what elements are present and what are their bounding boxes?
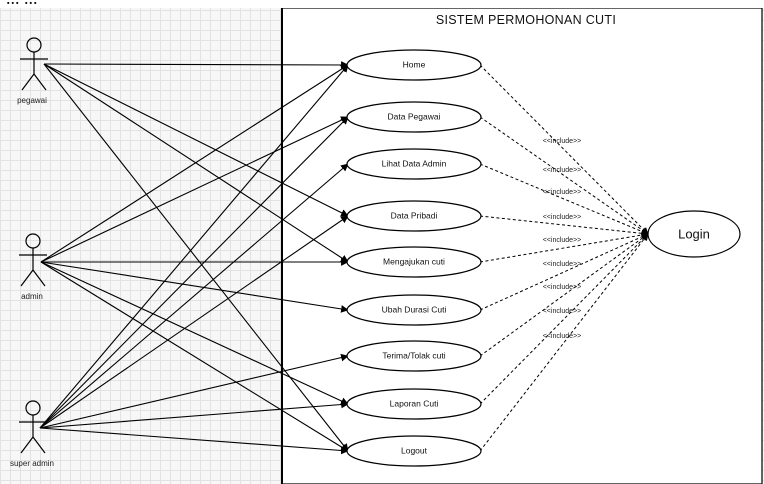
association-admin-home <box>40 64 349 263</box>
association-super_admin-data_pegawai <box>39 116 349 429</box>
include-label: <<include>> <box>543 284 582 291</box>
associations-layer <box>39 61 349 455</box>
login-label: Login <box>678 226 710 241</box>
include-data_pribadi-login <box>479 215 649 237</box>
association-super_admin-lihat_data_admin <box>39 163 349 429</box>
use-case-label: Home <box>403 59 426 69</box>
actor-admin[interactable]: admin <box>19 233 47 301</box>
association-pegawai-home <box>43 61 349 69</box>
use-case-lihat-data-admin[interactable]: Lihat Data Admin <box>346 148 482 180</box>
include-label: <<include>> <box>543 261 582 268</box>
include-label: <<include>> <box>543 308 582 315</box>
association-super_admin-data_pribadi <box>39 215 349 429</box>
use-case-label: Data Pribadi <box>391 210 438 220</box>
use-case-label: Terima/Tolak cuti <box>382 350 445 360</box>
association-super_admin-laporan_cuti <box>39 400 349 429</box>
use-case-home[interactable]: Home <box>346 49 482 81</box>
use-case-logout[interactable]: Logout <box>346 435 482 467</box>
include-home-login <box>479 64 649 235</box>
association-admin-logout <box>40 261 349 452</box>
stick-figure-icon <box>19 233 47 287</box>
use-case-label: Laporan Cuti <box>390 398 439 408</box>
include-data_pegawai-login <box>479 116 649 235</box>
include-label: <<include>> <box>543 167 582 174</box>
stick-figure-icon <box>19 400 47 454</box>
include-relations-layer: <<include>> <<include>> <<include>> <<inclu… <box>479 64 649 452</box>
include-laporan_cuti-login <box>479 233 649 405</box>
association-pegawai-data_pribadi <box>43 63 349 217</box>
use-case-label: Data Pegawai <box>388 111 441 121</box>
actor-label: super admin <box>10 459 54 468</box>
actor-label: pegawai <box>17 96 47 105</box>
include-label: <<include>> <box>543 138 582 145</box>
association-super_admin-terima_tolak_cuti <box>39 353 349 429</box>
include-label: <<include>> <box>543 237 582 244</box>
top-caption-strip: ... ... <box>0 0 764 8</box>
association-pegawai-logout <box>43 63 349 452</box>
system-title: SISTEM PERMOHONAN CUTI <box>436 13 616 27</box>
use-case-login[interactable]: Login <box>647 210 741 258</box>
use-case-label: Lihat Data Admin <box>382 158 447 168</box>
include-mengajukan_cuti-login <box>479 231 649 263</box>
use-case-mengajukan-cuti[interactable]: Mengajukan cuti <box>346 246 482 278</box>
actor-pegawai[interactable]: pegawai <box>17 37 48 105</box>
actor-label: admin <box>21 292 43 301</box>
include-label: <<include>> <box>543 189 582 196</box>
use-case-data-pribadi[interactable]: Data Pribadi <box>346 200 482 232</box>
use-case-laporan-cuti[interactable]: Laporan Cuti <box>346 388 482 420</box>
use-case-data-pegawai[interactable]: Data Pegawai <box>346 101 482 133</box>
association-admin-ubah_durasi_cuti <box>40 261 349 313</box>
association-super_admin-home <box>39 64 349 429</box>
use-case-label: Ubah Durasi Cuti <box>382 304 447 314</box>
association-admin-laporan_cuti <box>40 261 349 405</box>
association-admin-data_pegawai <box>40 116 349 263</box>
include-logout-login <box>479 233 649 452</box>
include-terima_tolak_cuti-login <box>479 233 649 357</box>
use-case-terima-tolak-cuti[interactable]: Terima/Tolak cuti <box>346 340 482 372</box>
top-caption-text: ... ... <box>6 0 38 9</box>
include-lihat_data_admin-login <box>479 163 649 235</box>
include-label: <<include>> <box>543 333 582 340</box>
actor-super-admin[interactable]: super admin <box>10 400 54 468</box>
use-case-ubah-durasi-cuti[interactable]: Ubah Durasi Cuti <box>346 294 482 326</box>
stick-figure-icon <box>20 37 48 91</box>
include-label: <<include>> <box>543 214 582 221</box>
use-case-label: Logout <box>401 445 428 455</box>
use-case-label: Mengajukan cuti <box>383 256 445 266</box>
association-super_admin-logout <box>39 427 349 455</box>
